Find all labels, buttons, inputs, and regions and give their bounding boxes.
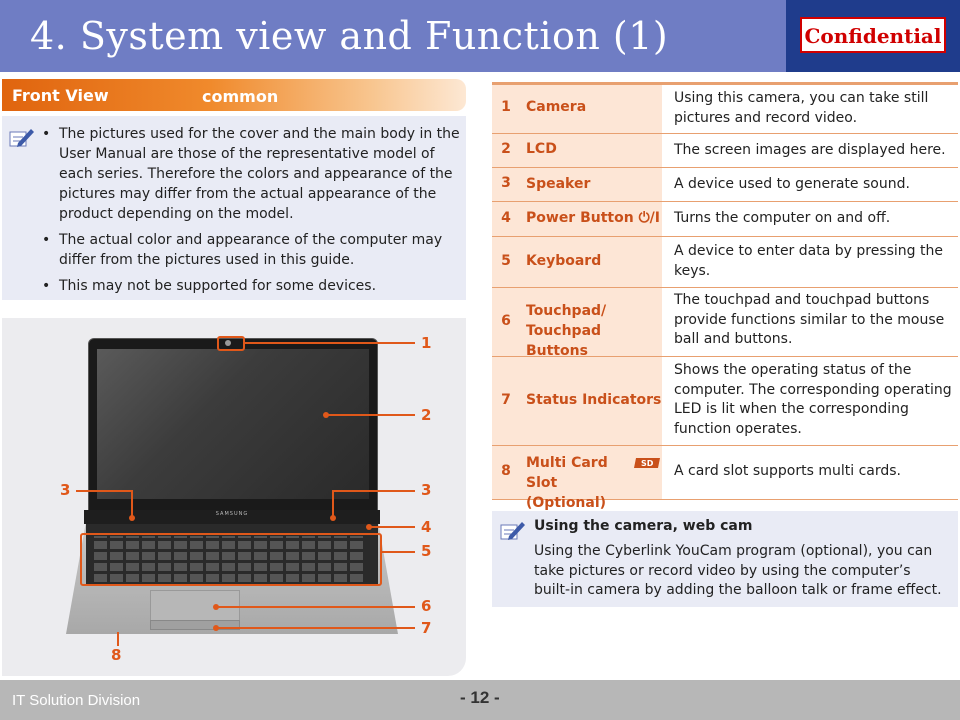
row-item: Keyboard [526,253,602,269]
laptop-screen-frame [88,338,378,520]
tip-text: Using the Cyberlink YouCam program (opti… [534,543,942,598]
page-number: - 12 - [460,688,500,707]
camera-tip-box: Using the camera, web cam Using the Cybe… [492,511,958,607]
callout-number: 1 [421,334,432,352]
row-description: The touchpad and touchpad buttons provid… [674,292,945,347]
row-item: Speaker [526,176,591,192]
callout-number: 3 [421,481,432,499]
camera-lens [225,340,231,346]
table-row: 7 Status Indicators Shows the operating … [492,357,958,446]
callout-vline-3-left [131,490,133,518]
notes-list: The pictures used for the cover and the … [42,124,460,302]
callout-line-2 [326,414,415,416]
touchpad-buttons [150,620,240,630]
footer-division: IT Solution Division [12,692,141,709]
row-item: LCD [526,141,557,157]
callout-number: 4 [421,518,432,536]
table-row: 6 Touchpad/ Touchpad Buttons The touchpa… [492,288,958,359]
confidential-label: Confidential [804,24,942,48]
keyboard-keys [94,536,366,582]
callout-vline-3-right [332,490,334,518]
row-description: The screen images are displayed here. [674,142,946,158]
laptop-brand: SAMSUNG [215,511,249,517]
row-item: Multi Card Slot (Optional) [526,455,608,511]
table-top-rule [492,82,958,85]
screen-bottom-bezel: SAMSUNG [84,510,380,524]
row-number: 1 [501,99,511,115]
callout-line-3-left [76,490,132,492]
row-number: 6 [501,313,511,329]
row-item: Touchpad/ Touchpad Buttons [526,303,607,359]
row-item: Status Indicators [526,392,662,408]
row-number: 5 [501,253,511,269]
note-item: The actual color and appearance of the c… [42,230,460,270]
row-number: 4 [501,210,511,226]
sd-card-icon: SD [634,458,660,468]
callout-line-6 [216,606,415,608]
notes-box: The pictures used for the cover and the … [2,116,466,300]
callout-number: 8 [111,646,122,664]
row-description: Shows the operating status of the comput… [674,362,952,437]
table-row: 2 LCD The screen images are displayed he… [492,134,958,168]
note-item: This may not be supported for some devic… [42,276,460,296]
footer-bar: IT Solution Division - 12 - [0,680,960,720]
row-description: A device to enter data by pressing the k… [674,243,943,279]
callout-number: 3 [60,481,71,499]
row-number: 2 [501,141,511,157]
callout-point-3-left [129,515,135,521]
callout-number: 7 [421,619,432,637]
callout-point-3-right [330,515,336,521]
callout-line-3-right [332,490,415,492]
row-item: Camera [526,99,587,115]
row-number: 8 [501,463,511,479]
front-view-title: Front View [12,86,109,105]
pencil-note-icon [500,522,525,540]
callout-line-1 [245,342,415,344]
row-description: A card slot supports multi cards. [674,463,901,479]
camera-highlight [217,336,245,351]
row-description: A device used to generate sound. [674,176,910,192]
table-row: 4 Power Button ⏻/I Turns the computer on… [492,202,958,237]
callout-number: 2 [421,406,432,424]
tip-title: Using the camera, web cam [534,518,753,534]
row-description: Using this camera, you can take still pi… [674,90,929,126]
table-row: 1 Camera Using this camera, you can take… [492,85,958,134]
row-number: 3 [501,175,511,191]
row-item: Power Button ⏻/I [526,210,660,226]
svg-text:SD: SD [641,459,654,468]
callout-number: 6 [421,597,432,615]
table-row: 3 Speaker A device used to generate soun… [492,168,958,202]
callout-vline-8 [117,632,119,646]
pencil-note-icon [9,129,34,147]
callout-line-4 [369,526,415,528]
table-row: 5 Keyboard A device to enter data by pre… [492,237,958,288]
front-view-subtitle: common [202,87,279,106]
keyboard-highlight [80,533,382,586]
callout-line-7 [216,627,415,629]
front-view-heading: Front View common [2,79,466,111]
callout-number: 5 [421,542,432,560]
page-title: 4. System view and Function (1) [30,14,669,58]
confidential-stamp: Confidential [800,17,946,53]
note-item: The pictures used for the cover and the … [42,124,460,224]
laptop-lcd [97,349,369,499]
callout-line-5 [382,551,415,553]
row-description: Turns the computer on and off. [674,210,891,226]
table-row: 8 Multi Card Slot (Optional) SD A card s… [492,446,958,511]
row-number: 7 [501,392,511,408]
